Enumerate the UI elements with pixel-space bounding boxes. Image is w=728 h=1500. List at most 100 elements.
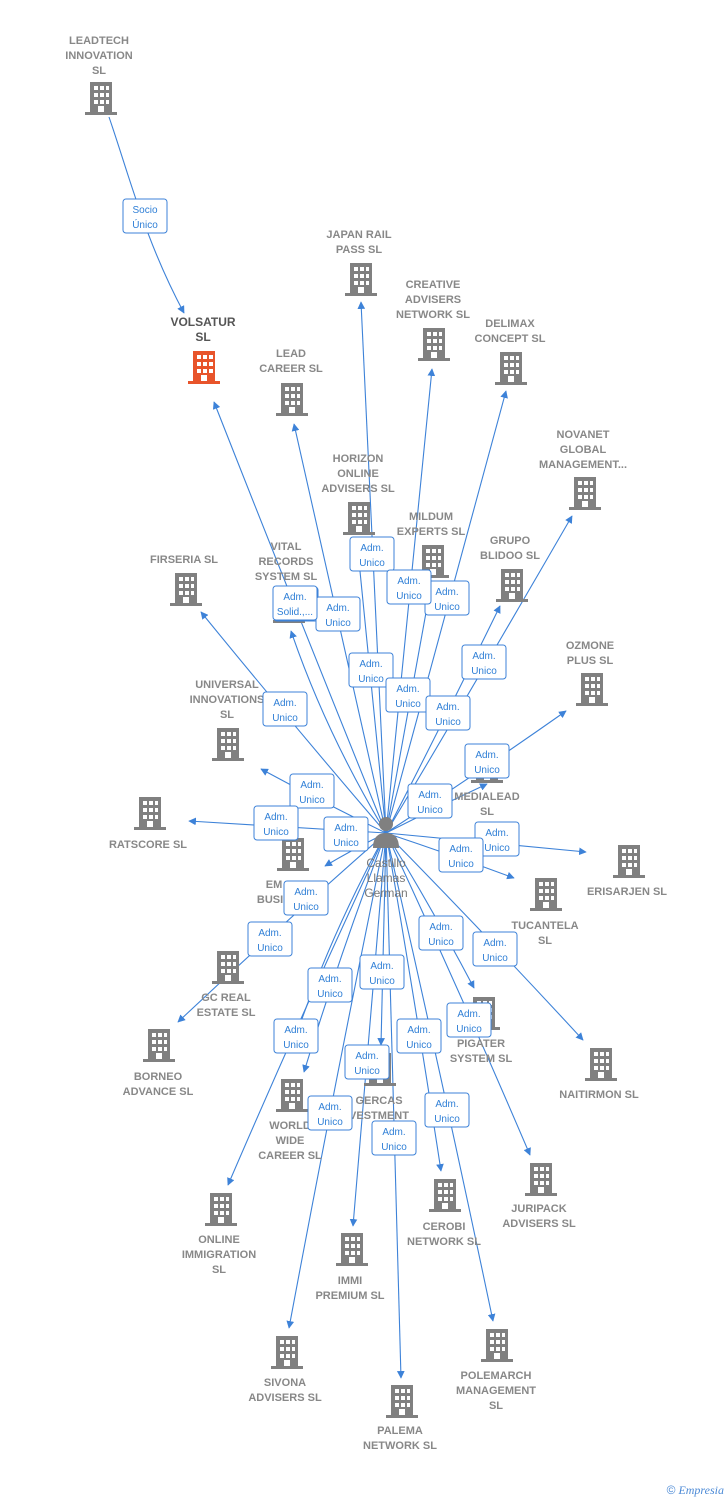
company-name-line[interactable]: SYSTEM SL	[450, 1053, 513, 1065]
company-name-line[interactable]: OZMONE	[566, 640, 614, 652]
role-badge[interactable]: Adm.Unico	[424, 580, 470, 616]
company-name-line[interactable]: DELIMAX	[485, 318, 535, 330]
company-node-tucantela[interactable]: TUCANTELA SL	[511, 878, 579, 947]
person-name-line[interactable]: German	[364, 886, 407, 900]
role-badge[interactable]: Adm.Unico	[407, 783, 453, 819]
role-badge[interactable]: Adm.Unico	[418, 915, 464, 951]
role-badge[interactable]: Adm.Unico	[425, 695, 471, 731]
company-name-line[interactable]: LEADTECH	[69, 35, 129, 47]
company-name-line[interactable]: SL	[538, 935, 552, 947]
company-name-line[interactable]: NETWORK SL	[407, 1236, 481, 1248]
role-badge[interactable]: Adm.Unico	[446, 1002, 492, 1038]
brand-logo[interactable]: Empresia	[678, 1483, 724, 1497]
company-name-line[interactable]: GC REAL	[201, 992, 251, 1004]
company-name-line[interactable]: NETWORK SL	[363, 1440, 437, 1452]
role-badge[interactable]: Adm.Unico	[307, 1095, 353, 1131]
company-node-sivona[interactable]: SIVONA ADVISERS SL	[248, 1336, 322, 1404]
person-name-line[interactable]: Llamas	[367, 871, 406, 885]
company-node-firseria[interactable]: FIRSERIA SL	[150, 554, 218, 606]
company-name-line[interactable]: PALEMA	[377, 1425, 423, 1437]
company-name-line[interactable]: VITAL	[271, 541, 302, 553]
role-badge[interactable]: Adm.Unico	[348, 652, 394, 688]
role-badge[interactable]: Adm.Solid.,...	[272, 585, 318, 621]
role-badge[interactable]: Adm.Unico	[385, 677, 431, 713]
company-name-line[interactable]: INNOVATIONS	[190, 694, 265, 706]
company-name-line[interactable]: CREATIVE	[406, 279, 461, 291]
role-badge[interactable]: Adm.Unico	[386, 569, 432, 605]
company-node-cerobi[interactable]: CEROBI NETWORK SL	[407, 1179, 481, 1248]
company-node-gcreal[interactable]: GC REAL ESTATE SL	[197, 951, 256, 1019]
company-node-delimax[interactable]: DELIMAX CONCEPT SL	[475, 318, 546, 385]
role-badge[interactable]: Adm.Unico	[461, 644, 507, 680]
company-name-line[interactable]: ONLINE	[337, 468, 379, 480]
company-name-line[interactable]: PLUS SL	[567, 655, 614, 667]
role-badge[interactable]: Adm.Unico	[464, 743, 510, 779]
company-name-line[interactable]: EM	[266, 879, 283, 891]
company-name-line[interactable]: WIDE	[276, 1135, 305, 1147]
company-name-line[interactable]: SL	[212, 1264, 226, 1276]
company-name-line[interactable]: MEDIALEAD	[454, 791, 519, 803]
company-name-line[interactable]: UNIVERSAL	[195, 679, 259, 691]
company-name-line[interactable]: SL	[92, 65, 106, 77]
company-name-line[interactable]: CEROBI	[423, 1221, 466, 1233]
role-badge[interactable]: Adm.Unico	[273, 1018, 319, 1054]
company-name-line[interactable]: CONCEPT SL	[475, 333, 546, 345]
company-name-line[interactable]: NETWORK SL	[396, 309, 470, 321]
company-name-line[interactable]: ADVISERS SL	[321, 483, 395, 495]
role-badge[interactable]: Adm.Unico	[253, 805, 299, 841]
person-name-line[interactable]: Castillo	[366, 856, 406, 870]
company-name-line[interactable]: BUSIN	[257, 894, 291, 906]
company-name-line[interactable]: NAITIRMON SL	[559, 1089, 639, 1101]
company-name-line[interactable]: GLOBAL	[560, 444, 607, 456]
role-badge[interactable]: Adm.Unico	[262, 691, 308, 727]
company-name-line[interactable]: RATSCORE SL	[109, 839, 187, 851]
company-name-line[interactable]: WORLD	[269, 1120, 311, 1132]
company-name-line[interactable]: EXPERTS SL	[397, 526, 466, 538]
company-node-palema[interactable]: PALEMA NETWORK SL	[363, 1385, 437, 1452]
company-name-line[interactable]: MANAGEMENT...	[539, 459, 627, 471]
role-badge[interactable]: Adm.Unico	[396, 1018, 442, 1054]
role-badge[interactable]: Adm.Unico	[283, 880, 329, 916]
company-name-line[interactable]: ADVISERS SL	[248, 1392, 322, 1404]
company-name-line[interactable]: HORIZON	[333, 453, 384, 465]
company-name-line[interactable]: CAREER SL	[259, 363, 323, 375]
company-node-novanet[interactable]: NOVANETGLOBALMANAGEMENT...	[539, 429, 627, 510]
role-badge[interactable]: Adm.Unico	[247, 921, 293, 957]
company-name-line[interactable]: SIVONA	[264, 1377, 306, 1389]
company-name-line[interactable]: VOLSATUR	[170, 315, 235, 329]
role-badge[interactable]: Adm.Unico	[344, 1044, 390, 1080]
role-badge[interactable]: Adm.Unico	[438, 837, 484, 873]
company-name-line[interactable]: JURIPACK	[511, 1203, 566, 1215]
company-name-line[interactable]: BLIDOO SL	[480, 550, 540, 562]
company-name-line[interactable]: SL	[480, 806, 494, 818]
company-name-line[interactable]: ERISARJEN SL	[587, 886, 667, 898]
company-name-line[interactable]: BORNEO	[134, 1071, 183, 1083]
role-badge[interactable]: Adm.Unico	[307, 967, 353, 1003]
company-name-line[interactable]: TUCANTELA	[511, 920, 578, 932]
company-name-line[interactable]: ESTATE SL	[197, 1007, 256, 1019]
role-badge[interactable]: Adm.Unico	[315, 596, 361, 632]
role-badge[interactable]: Adm.Unico	[371, 1120, 417, 1156]
company-name-line[interactable]: SL	[220, 709, 234, 721]
company-node-horizon[interactable]: HORIZON ONLINE ADVISERS SL	[321, 453, 395, 535]
role-badge[interactable]: Adm.Unico	[323, 816, 369, 852]
role-badge[interactable]: Adm.Unico	[472, 931, 518, 967]
company-name-line[interactable]: MANAGEMENT	[456, 1385, 536, 1397]
